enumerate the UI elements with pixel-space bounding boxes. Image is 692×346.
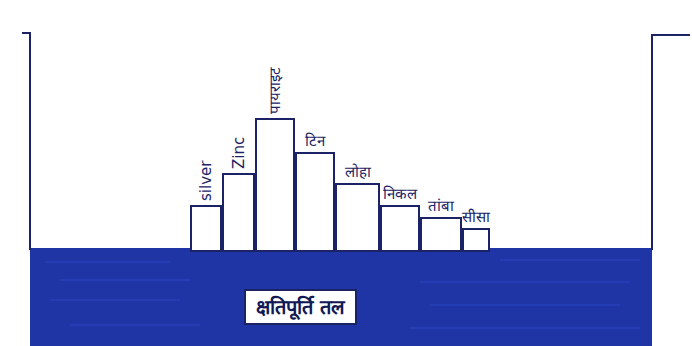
metal-label: लोहा: [345, 163, 371, 181]
metal-label: सीसा: [462, 208, 490, 226]
metal-label: तांबा: [428, 197, 454, 215]
metal-label: Zinc: [230, 137, 248, 169]
metal-label: टिन: [305, 132, 325, 150]
metal-bar: Zinc: [222, 173, 255, 252]
metal-bar: निकल: [380, 205, 420, 252]
metal-bar: सीसा: [462, 228, 490, 252]
vessel-wall: [652, 35, 690, 250]
level-label: क्षतिपूर्ति तल: [256, 295, 345, 319]
liquid: [30, 248, 652, 346]
compensation-level-box: क्षतिपूर्ति तल: [244, 289, 357, 325]
metal-bar: तांबा: [420, 217, 462, 252]
vessel-wall: [22, 33, 30, 250]
metal-bar: पायराइट: [255, 118, 295, 252]
metal-bar: लोहा: [335, 183, 380, 252]
metal-bar: टिन: [295, 152, 335, 252]
metal-label: पायराइट: [266, 67, 284, 114]
metal-label: silver: [197, 161, 215, 201]
metal-bar: silver: [190, 205, 222, 252]
liquid-hatching: [45, 260, 640, 328]
metal-label: निकल: [383, 185, 417, 203]
